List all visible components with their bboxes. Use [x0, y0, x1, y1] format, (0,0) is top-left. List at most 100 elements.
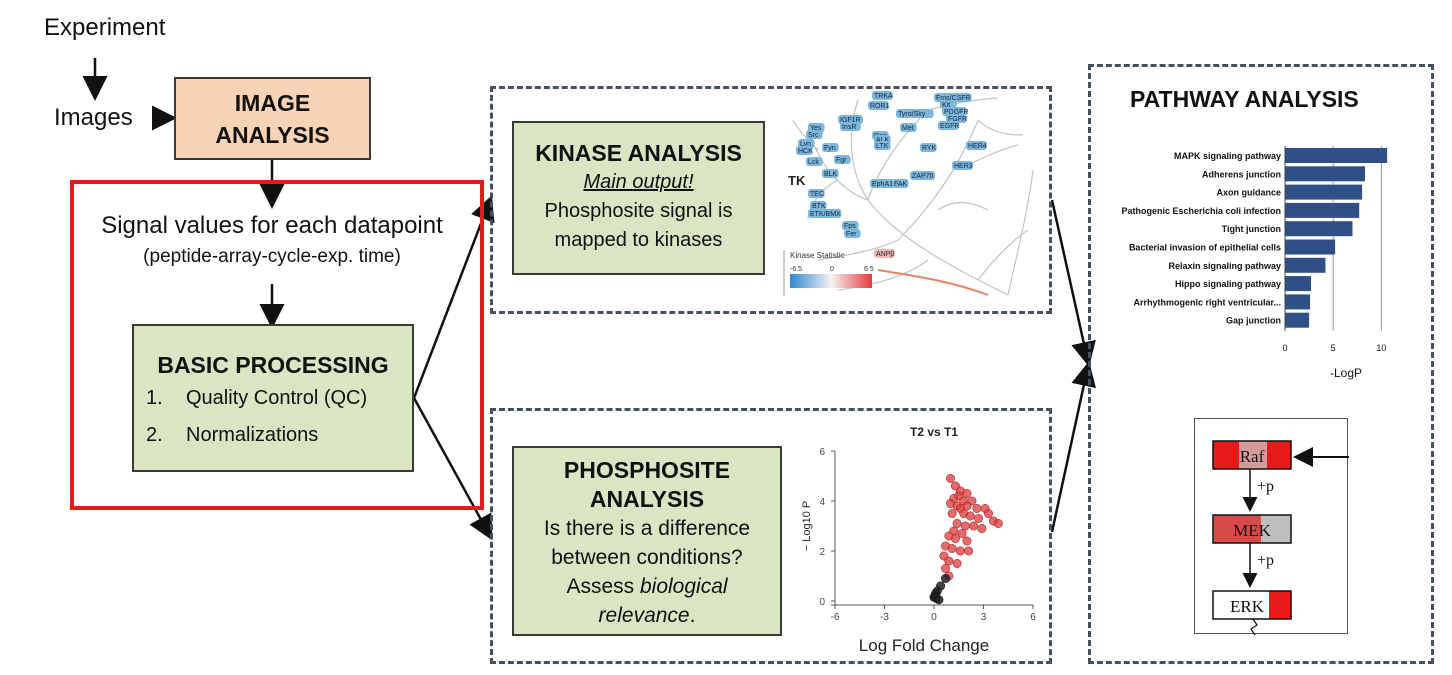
kinase-node-bg	[874, 141, 891, 150]
bar-x-label: -LogP	[1330, 366, 1362, 380]
kinase-node-bg	[796, 146, 813, 155]
arrow-kinase-to-pathway	[1050, 199, 1096, 367]
pathway-panel	[1088, 64, 1434, 664]
processing-frame	[70, 180, 484, 510]
bar-category-label: MAPK signaling pathway	[1174, 151, 1281, 161]
kinase-node-bg	[810, 201, 827, 210]
kinase-node-bg	[840, 122, 861, 131]
volcano-point-significant	[960, 521, 970, 531]
bar-2	[1285, 184, 1363, 200]
volcano-point-significant	[969, 521, 979, 531]
kinase-node-label: Kit	[942, 102, 950, 109]
volcano-point-significant	[946, 473, 956, 483]
kinase-node-bg	[808, 189, 825, 198]
volcano-point-significant	[965, 511, 975, 521]
kinase-node-bg	[892, 179, 909, 188]
kinase-line2: mapped to kinases	[554, 229, 723, 251]
erk-left	[1213, 591, 1269, 619]
volcano-point-significant	[983, 509, 993, 519]
volcano-y-tick: 2	[819, 547, 825, 558]
legend-mid: 0	[830, 266, 834, 273]
kinase-node-label: BTK	[812, 203, 826, 210]
raf-mid	[1239, 441, 1267, 469]
bar-category-label: Tight junction	[1222, 224, 1281, 234]
kinase-node-label: Met	[902, 125, 914, 132]
volcano-point-significant	[993, 519, 1003, 529]
volcano-point-significant	[947, 509, 957, 519]
tree-branches	[792, 97, 1034, 296]
bar-x-tick: 0	[1282, 343, 1287, 353]
basic-item-2-text: Normalizations	[186, 424, 319, 446]
kinase-subtitle: Main output!	[583, 171, 694, 193]
kinase-node-label: FGFR	[948, 116, 967, 123]
kinase-node-bg	[872, 91, 893, 100]
volcano-x-tick: -6	[831, 612, 840, 623]
kinase-node-label: TEC	[810, 191, 824, 198]
kinase-node-label: ALK	[876, 137, 890, 144]
phospho-line3-prefix: Assess	[566, 575, 640, 598]
bar-0	[1285, 148, 1388, 163]
volcano-x-label: Log Fold Change	[859, 636, 989, 655]
kinase-node-label: EphA1	[872, 181, 893, 188]
phospho-title-1: PHOSPHOSITE	[563, 457, 731, 483]
kinase-node-bg	[896, 109, 934, 118]
kinase-node-bg	[822, 169, 839, 178]
basic-item-1-num: 1.	[146, 387, 163, 409]
arrow-basic-to-kinase	[412, 195, 495, 399]
legend-min: -6.5	[790, 266, 802, 273]
kinase-node-label: HER3	[954, 163, 973, 170]
kinase-node-label: ZAP70	[912, 173, 934, 180]
phospho-line4-em: relevance	[598, 604, 690, 627]
bar-category-label: Arrhythmogenic right ventricular...	[1133, 297, 1281, 307]
phospho-line4-suffix: .	[689, 604, 696, 627]
volcano-x-tick: 6	[1030, 612, 1036, 623]
volcano-y-label: − Log10 P	[801, 501, 813, 551]
kinase-node-label: Fer	[846, 231, 857, 238]
legend-gradient	[790, 274, 872, 288]
phospho-line2: between conditions?	[551, 546, 743, 569]
anp-branch	[877, 269, 989, 296]
volcano-point-significant	[955, 546, 965, 556]
mapk-cascade-svg: Raf +p MEK +p ERK	[1212, 440, 1349, 635]
kinase-node-bg	[844, 229, 861, 238]
kinase-node-bg	[808, 123, 825, 132]
volcano-point-significant	[964, 546, 974, 556]
kinase-node-bg	[920, 143, 937, 152]
basic-processing-box: BASIC PROCESSING 1.Quality Control (QC) …	[132, 324, 414, 472]
volcano-point-significant	[972, 504, 982, 514]
bar-x-tick: 10	[1376, 343, 1386, 353]
image-analysis-line1: IMAGE	[234, 90, 311, 116]
kinase-node-label: HCK	[798, 148, 813, 155]
kinase-node-bg	[822, 143, 839, 152]
bar-8	[1285, 294, 1311, 310]
kinase-node-label: Yes	[810, 125, 822, 132]
kinase-node-bg	[934, 93, 972, 102]
kinase-node-bg	[938, 121, 959, 130]
basic-item-2: 2. Normalizations	[146, 424, 412, 447]
legend-max: 6.5	[864, 266, 874, 273]
kinase-node-label: BLK	[824, 171, 838, 178]
kinase-node-bg	[900, 123, 917, 132]
kinase-analysis-box: KINASE ANALYSIS Main output! Phosphosite…	[512, 121, 765, 275]
kinase-node-label: ETK/BMX	[810, 211, 841, 218]
volcano-point-significant	[944, 556, 954, 566]
kinase-node-label: EGFR	[940, 123, 959, 130]
kinase-title: KINASE ANALYSIS	[535, 140, 742, 166]
basic-item-2-num: 2.	[146, 424, 163, 446]
kinase-node-bg	[842, 221, 859, 230]
kinase-line1: Phosphosite signal is	[544, 200, 733, 222]
bar-5	[1285, 239, 1336, 255]
kinase-node-label: InsR	[842, 124, 856, 131]
erk-border	[1212, 590, 1292, 620]
kinase-node-bg	[874, 249, 895, 258]
kinase-node-label: Src	[808, 132, 819, 139]
image-analysis-box: IMAGE ANALYSIS	[174, 77, 371, 160]
basic-item-1: 1.Quality Control (QC)	[146, 387, 412, 410]
tk-group-label: TK	[788, 173, 806, 188]
kinase-node-bg	[834, 155, 851, 164]
volcano-point-significant	[947, 544, 957, 554]
experiment-label: Experiment	[44, 14, 166, 41]
